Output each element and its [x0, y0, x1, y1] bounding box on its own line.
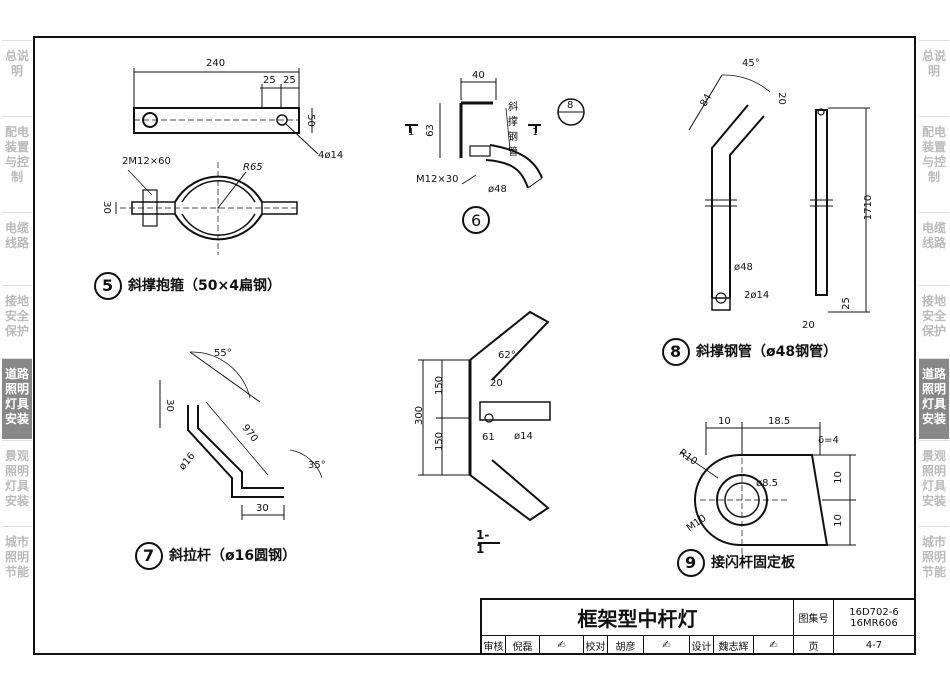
dim-label: 45°: [742, 58, 760, 69]
dim-label: 25: [283, 75, 296, 86]
dim-label: 150: [434, 375, 446, 396]
dim-label: M12×30: [416, 174, 459, 185]
dim-label: ø48: [734, 262, 753, 273]
sidebar-section[interactable]: 配电装置与控制: [2, 116, 32, 211]
dim-label: ø48: [488, 184, 507, 195]
drawing-frame: [33, 36, 916, 655]
detail-5-drawing: [115, 68, 319, 255]
caption-text: 接闪杆固定板: [711, 555, 795, 571]
dim-label: 40: [472, 70, 485, 81]
dim-label: ø8.5: [756, 478, 779, 489]
reviewer-name: 倪磊: [506, 636, 540, 654]
dim-label: 1: [408, 127, 415, 138]
check-label: 校对: [584, 636, 608, 654]
atlas-label: 图集号: [794, 600, 834, 636]
dim-label: 300: [414, 405, 426, 426]
dim-label: 8: [567, 100, 574, 111]
sidebar-section[interactable]: 道路照明灯具安装: [919, 358, 949, 439]
caption-text: 斜撑抱箍（50×4扁钢）: [128, 278, 281, 294]
dim-label: ø14: [514, 431, 533, 442]
dim-label: 25: [840, 297, 852, 310]
dim-label: δ=4: [818, 435, 839, 446]
dim-label: 30: [163, 399, 175, 412]
sidebar-section[interactable]: 城市照明节能: [2, 526, 32, 595]
caption-text: 斜拉杆（ø16圆钢）: [169, 548, 297, 564]
detail-8-drawing: [662, 74, 870, 366]
detail-6-drawing: [405, 78, 543, 234]
dim-label: 55°: [214, 348, 232, 359]
dim-label: 斜撑钢管: [508, 102, 518, 158]
caption-detail-9: 9 接闪杆固定板: [681, 552, 795, 572]
review-label: 审核: [482, 636, 506, 654]
dim-label: 25: [263, 75, 276, 86]
sidebar-section[interactable]: 配电装置与控制: [919, 116, 949, 211]
dim-label: 30: [100, 201, 112, 214]
sidebar-section[interactable]: 接地安全保护: [919, 285, 949, 357]
dim-label: 20: [490, 378, 503, 389]
sidebar-section[interactable]: 城市照明节能: [919, 526, 949, 595]
dim-label: 20: [775, 92, 787, 105]
dim-label: 35°: [308, 460, 326, 471]
detail-5-marker: [94, 272, 122, 300]
dim-label: 2M12×60: [122, 156, 171, 167]
dim-label: 2ø14: [744, 290, 770, 301]
dim-label: 10: [718, 416, 731, 427]
detail-7-drawing: [159, 351, 323, 520]
atlas-number-1: 16D702-6: [849, 606, 899, 618]
detail-9-marker: [677, 549, 705, 577]
caption-detail-7: 7 斜拉杆（ø16圆钢）: [139, 545, 296, 565]
page-label: 页: [794, 636, 834, 654]
sidebar-section[interactable]: 道路照明灯具安装: [2, 358, 32, 439]
atlas-number-2: 16MR606: [850, 617, 898, 629]
sidebar-section[interactable]: 总说明: [919, 40, 949, 115]
sidebar-section[interactable]: 接地安全保护: [2, 285, 32, 357]
dim-label: 150: [434, 431, 446, 452]
dim-label: 62°: [498, 350, 516, 361]
sidebar-section[interactable]: 电缆线路: [2, 212, 32, 284]
dim-label: 10: [832, 514, 844, 527]
checker-name: 胡彦: [608, 636, 644, 654]
sidebar-section[interactable]: 电缆线路: [919, 212, 949, 284]
page-number: 4-7: [865, 639, 883, 651]
drawing-title: 框架型中杆灯: [482, 600, 794, 636]
section-label: 1-1: [476, 528, 490, 556]
dim-label: 61: [482, 432, 495, 443]
dim-label: 20: [802, 320, 815, 331]
caption-detail-5: 5 斜撑抱箍（50×4扁钢）: [98, 275, 281, 295]
sidebar-section[interactable]: 景观照明灯具安装: [2, 440, 32, 525]
dim-label: 50: [304, 114, 316, 127]
detail-9-number: 9: [685, 553, 697, 572]
detail-7-number: 7: [143, 546, 155, 565]
designer-name: 魏志辉: [714, 636, 754, 654]
dim-label: 30: [256, 503, 269, 514]
detail-5-number: 5: [102, 276, 114, 295]
checker-signature: ✍: [644, 636, 690, 654]
caption-text: 斜撑钢管（ø48钢管）: [696, 344, 838, 360]
detail-9-drawing: [679, 422, 856, 560]
reviewer-signature: ✍: [540, 636, 584, 654]
dim-label: 240: [206, 58, 226, 69]
detail-6-number: 6: [471, 211, 482, 230]
sidebar-section[interactable]: 景观照明灯具安装: [919, 440, 949, 525]
dim-label: 63: [424, 124, 436, 137]
detail-1-1-drawing: [418, 310, 551, 544]
detail-7-marker: [135, 542, 163, 570]
dim-label: 18.5: [768, 416, 791, 427]
atlas-number: 16D702-6 16MR606: [834, 600, 914, 636]
sidebar-section[interactable]: 总说明: [2, 40, 32, 115]
dim-label: 1710: [863, 194, 875, 221]
dim-label: 10: [832, 471, 844, 484]
title-block: 框架型中杆灯 图集号 16D702-6 16MR606 审核 倪磊 ✍ 校对 胡…: [480, 598, 914, 654]
dim-label: 4ø14: [318, 150, 344, 161]
detail-8-number: 8: [670, 342, 682, 361]
design-label: 设计: [690, 636, 714, 654]
designer-signature: ✍: [754, 636, 794, 654]
dim-label: 1: [532, 127, 539, 138]
dim-label: R65: [243, 162, 263, 173]
caption-detail-8: 8 斜撑钢管（ø48钢管）: [666, 341, 837, 361]
